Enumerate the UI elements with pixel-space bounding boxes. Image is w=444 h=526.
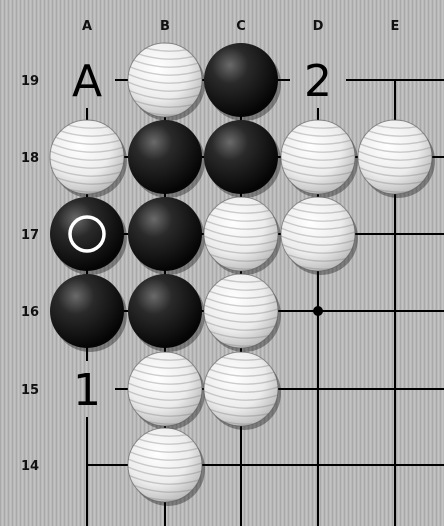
column-label-D: D [313, 19, 324, 34]
row-label-19: 19 [21, 74, 39, 89]
star-point [313, 306, 323, 316]
column-label-E: E [391, 19, 400, 34]
column-label-B: B [160, 19, 170, 34]
row-label-16: 16 [21, 305, 39, 320]
row-label-14: 14 [21, 459, 39, 474]
row-label-18: 18 [21, 151, 39, 166]
star-points [313, 306, 323, 316]
row-label-17: 17 [21, 228, 39, 243]
board-label-A19: A [72, 56, 102, 107]
row-label-15: 15 [21, 383, 39, 398]
board-label-A15: 1 [73, 365, 101, 416]
column-label-A: A [82, 19, 92, 34]
column-label-C: C [236, 19, 246, 34]
board-label-D19: 2 [304, 56, 332, 107]
